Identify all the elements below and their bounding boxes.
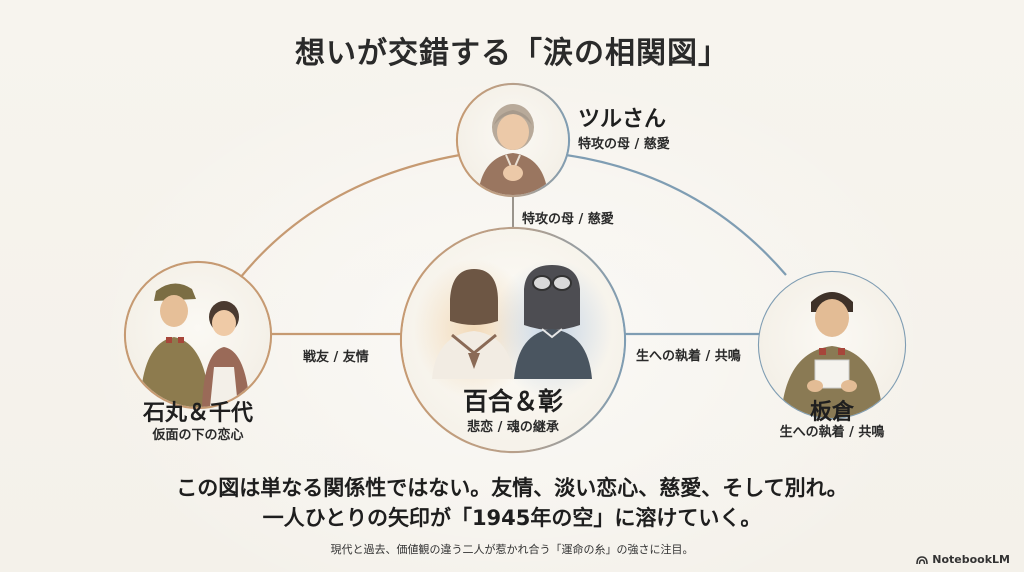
edge-label-left-center: 戦友 / 友情: [303, 350, 369, 365]
caption-line-1: この図は単なる関係性ではない。友情、淡い恋心、慈愛、そして別れ。: [176, 476, 848, 500]
node-yuri-akira-subtitle: 悲恋 / 魂の継承: [467, 420, 559, 435]
node-ishimaru-chiyo-subtitle: 仮面の下の恋心: [152, 428, 244, 443]
brand-label: NotebookLM: [932, 553, 1010, 566]
node-itakura-subtitle: 生への執着 / 共鳴: [779, 425, 885, 440]
page-title: 想いが交錯する「涙の相関図」: [295, 36, 729, 71]
node-ishimaru-chiyo-name: 石丸＆千代: [142, 400, 253, 426]
outline-center: [399, 226, 627, 454]
notebooklm-logo-icon: [916, 555, 929, 564]
node-yuri-akira-portrait[interactable]: [402, 229, 624, 451]
arc-left-top: [239, 153, 461, 279]
node-itakura-name: 板倉: [809, 399, 854, 425]
node-ishimaru-chiyo-portrait[interactable]: [126, 263, 270, 407]
soldier-reading-letter-icon: [781, 292, 883, 418]
node-itakura-portrait[interactable]: [759, 272, 905, 418]
elderly-woman-icon: [478, 104, 548, 195]
edge-label-center-right: 生への執着 / 共鳴: [636, 349, 741, 364]
caption-line-2: 一人ひとりの矢印が「1945年の空」に溶けていく。: [262, 506, 762, 530]
caption-footnote: 現代と過去、価値観の違う二人が惹かれ合う「運命の糸」の強さに注目。: [330, 543, 694, 556]
node-tsuru-name: ツルさん: [578, 106, 667, 132]
arc-top-right: [565, 153, 787, 276]
node-tsuru-portrait[interactable]: [458, 85, 568, 195]
brand-watermark: NotebookLM: [916, 553, 1010, 566]
edge-label-top-center: 特攻の母 / 慈愛: [522, 212, 614, 227]
node-tsuru-subtitle: 特攻の母 / 慈愛: [578, 137, 670, 152]
outline-top: [455, 82, 571, 198]
soldier-and-woman-icon: [140, 283, 250, 407]
schoolgirl-and-pilot-silhouette-icon: [414, 259, 612, 399]
outline-left: [123, 260, 273, 410]
node-yuri-akira-name: 百合＆彰: [462, 387, 563, 416]
